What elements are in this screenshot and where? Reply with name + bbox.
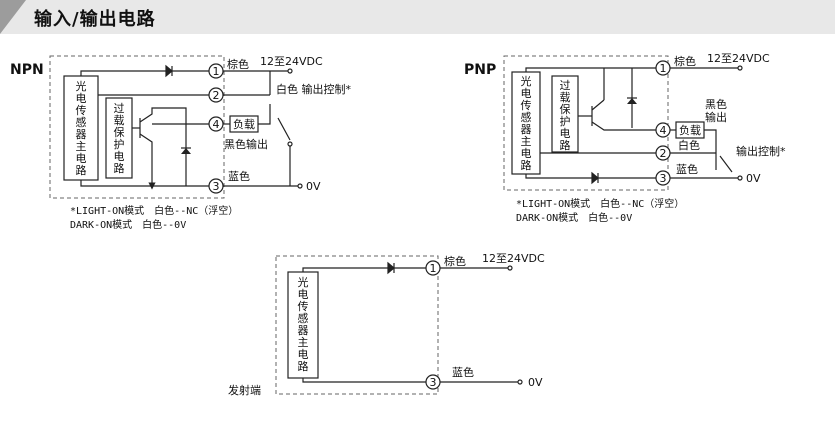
npn-circuit: NPN 光电传感器主电路 过载保护电路 1 2 [10, 55, 351, 231]
emitter-circuit: 光电传感器主电路 1 3 棕色 12至24VDC 蓝色 0V 发射端 [228, 252, 545, 397]
pnp-load-label: 负载 [679, 123, 701, 137]
svg-text:3: 3 [660, 172, 667, 185]
svg-text:4: 4 [213, 118, 220, 131]
pnp-ctrl-label: 输出控制* [736, 144, 786, 158]
pnp-overload-box [551, 75, 579, 153]
emitter-supply-label: 12至24VDC [482, 252, 545, 265]
npn-black-out-label: 黑色输出 [224, 137, 268, 151]
pnp-brown-label: 棕色 [674, 54, 696, 68]
pnp-note-1: *LIGHT-ON模式 白色--NC（浮空） [516, 197, 684, 210]
emitter-main-label: 光电传感器主电路 [298, 275, 309, 373]
npn-blue-label: 蓝色 [228, 169, 250, 183]
pnp-circuit: PNP 光电传感器主电路 过载保护电路 1 4 2 3 [464, 52, 786, 224]
pnp-type-label: PNP [464, 62, 496, 78]
npn-zero-v-label: 0V [306, 180, 321, 193]
header-bar [0, 0, 835, 34]
pnp-note-2: DARK-ON模式 白色--0V [516, 211, 632, 224]
svg-text:4: 4 [660, 124, 667, 137]
svg-text:3: 3 [430, 376, 437, 389]
svg-text:1: 1 [213, 65, 220, 78]
npn-note-2: DARK-ON模式 白色--0V [70, 218, 186, 231]
pnp-sensor-main-box [511, 71, 541, 175]
pnp-sensor-housing [503, 55, 669, 191]
pnp-white-label: 白色 [678, 138, 700, 152]
emitter-brown-label: 棕色 [444, 254, 466, 268]
npn-white-ctrl-label: 白色 输出控制* [276, 82, 351, 96]
svg-text:1: 1 [430, 262, 437, 275]
npn-overload-box [105, 97, 133, 179]
npn-sensor-main-label: 光电传感器主电路 [76, 79, 87, 177]
pnp-black-label: 黑色 [705, 97, 727, 111]
pnp-sensor-main-label: 光电传感器主电路 [521, 74, 532, 172]
emitter-main-box [287, 271, 319, 379]
npn-sensor-housing [49, 55, 225, 199]
svg-text:3: 3 [213, 180, 220, 193]
npn-supply-label: 12至24VDC [260, 55, 323, 68]
section-header: 输入/输出电路 [0, 0, 835, 34]
emitter-zero-v-label: 0V [528, 376, 543, 389]
npn-type-label: NPN [10, 62, 44, 78]
header-accent-wedge [0, 0, 26, 34]
pnp-output-label: 输出 [705, 110, 727, 124]
svg-text:2: 2 [660, 147, 667, 160]
pnp-supply-label: 12至24VDC [707, 52, 770, 65]
pnp-blue-label: 蓝色 [676, 162, 698, 176]
section-title: 输入/输出电路 [34, 9, 156, 30]
pnp-overload-label: 过载保护电路 [560, 79, 571, 152]
svg-text:2: 2 [213, 89, 220, 102]
emitter-blue-label: 蓝色 [452, 365, 474, 379]
emitter-housing [275, 255, 439, 395]
npn-overload-label: 过载保护电路 [114, 102, 125, 175]
npn-note-1: *LIGHT-ON模式 白色--NC（浮空） [70, 204, 238, 217]
svg-text:1: 1 [660, 62, 667, 75]
pnp-zero-v-label: 0V [746, 172, 761, 185]
npn-brown-label: 棕色 [227, 57, 249, 71]
npn-load-label: 负载 [233, 117, 255, 131]
emitter-label: 发射端 [228, 383, 261, 397]
